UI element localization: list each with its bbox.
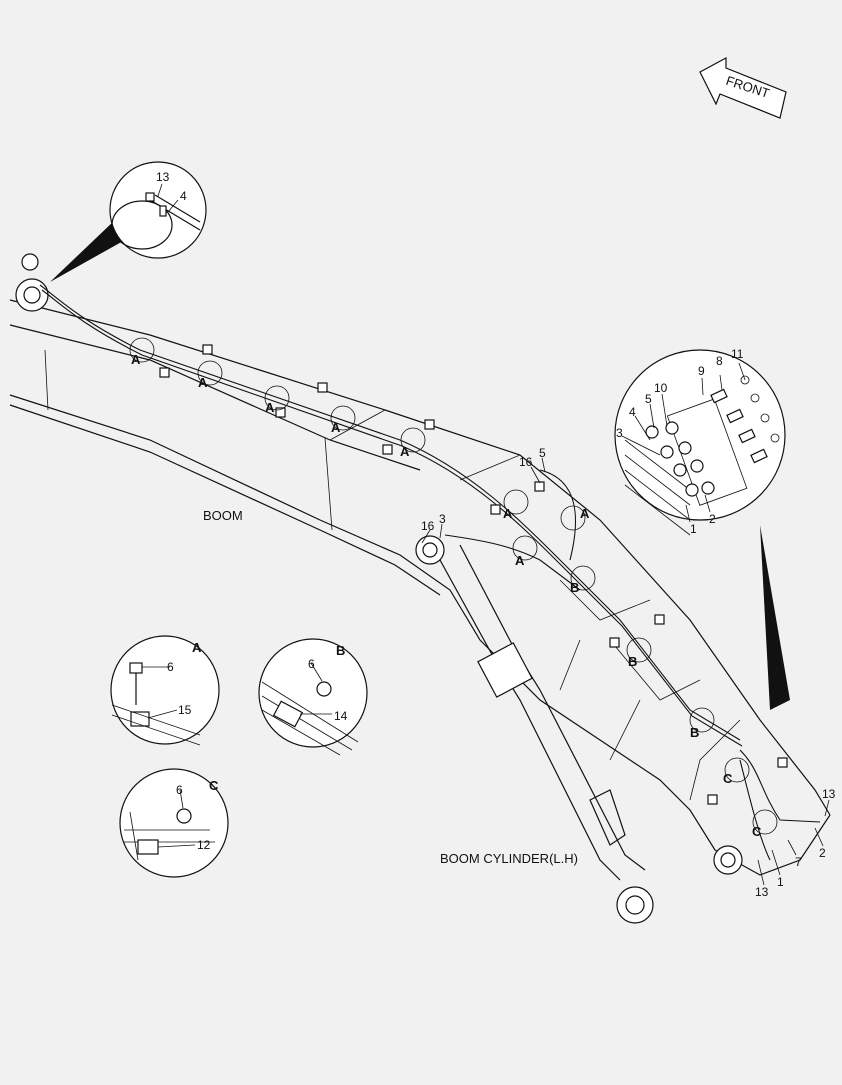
callout-3: 3 xyxy=(439,512,446,526)
section-reference-letters: A A A A A A A A B B B C C xyxy=(131,352,762,839)
detail-a-callout-15: 15 xyxy=(178,703,192,717)
ref-a: A xyxy=(131,352,141,367)
callout-13: 13 xyxy=(822,787,836,801)
ref-b: B xyxy=(628,654,637,669)
boom-label: BOOM xyxy=(203,508,243,523)
detail-fitting-zoom xyxy=(614,349,790,710)
boom-cylinder xyxy=(415,535,654,924)
ref-b: B xyxy=(570,580,579,595)
callout-7: 7 xyxy=(795,855,802,869)
callout-1: 1 xyxy=(690,522,697,536)
callout-13: 13 xyxy=(156,170,170,184)
leader-lines xyxy=(142,183,830,886)
callout-numbers: 13 4 16 5 16 3 9 8 11 10 5 4 3 2 1 13 2 … xyxy=(156,170,836,899)
ref-a: A xyxy=(400,444,410,459)
callout-1: 1 xyxy=(777,875,784,889)
ref-c: C xyxy=(723,771,733,786)
hose-lines xyxy=(39,284,821,861)
clamp-blocks xyxy=(159,344,788,805)
callout-10: 10 xyxy=(654,381,668,395)
ref-a: A xyxy=(515,553,525,568)
callout-4: 4 xyxy=(629,405,636,419)
detail-pivot-zoom xyxy=(50,161,207,282)
detail-c-callout-12: 12 xyxy=(197,838,211,852)
callout-3: 3 xyxy=(616,426,623,440)
ref-a: A xyxy=(580,506,590,521)
boom-cylinder-label: BOOM CYLINDER(L.H) xyxy=(440,851,578,866)
detail-a-callout-6: 6 xyxy=(167,660,174,674)
ref-a: A xyxy=(331,420,341,435)
detail-c-callout-6: 6 xyxy=(176,783,183,797)
detail-b-callout-6: 6 xyxy=(308,657,315,671)
detail-b-title: B xyxy=(336,643,345,658)
detail-c-title: C xyxy=(209,778,219,793)
ref-b: B xyxy=(690,725,699,740)
callout-5: 5 xyxy=(539,446,546,460)
detail-b-callout-14: 14 xyxy=(334,709,348,723)
callout-16: 16 xyxy=(421,519,435,533)
ref-a: A xyxy=(503,506,513,521)
callout-13: 13 xyxy=(755,885,769,899)
callout-5: 5 xyxy=(645,392,652,406)
front-arrow: FRONT xyxy=(699,56,787,119)
ref-a: A xyxy=(265,400,275,415)
callout-16: 16 xyxy=(519,455,533,469)
detail-b xyxy=(258,638,368,756)
ref-c: C xyxy=(752,824,762,839)
callout-2: 2 xyxy=(819,846,826,860)
ref-a: A xyxy=(198,375,208,390)
callout-9: 9 xyxy=(698,364,705,378)
detail-a-title: A xyxy=(192,640,202,655)
detail-c xyxy=(119,768,229,878)
callout-11: 11 xyxy=(731,347,744,361)
section-circles xyxy=(129,337,778,835)
detail-a xyxy=(110,635,220,746)
callout-8: 8 xyxy=(716,354,723,368)
callout-2: 2 xyxy=(709,512,716,526)
callout-4: 4 xyxy=(180,189,187,203)
boom-body xyxy=(9,253,831,876)
